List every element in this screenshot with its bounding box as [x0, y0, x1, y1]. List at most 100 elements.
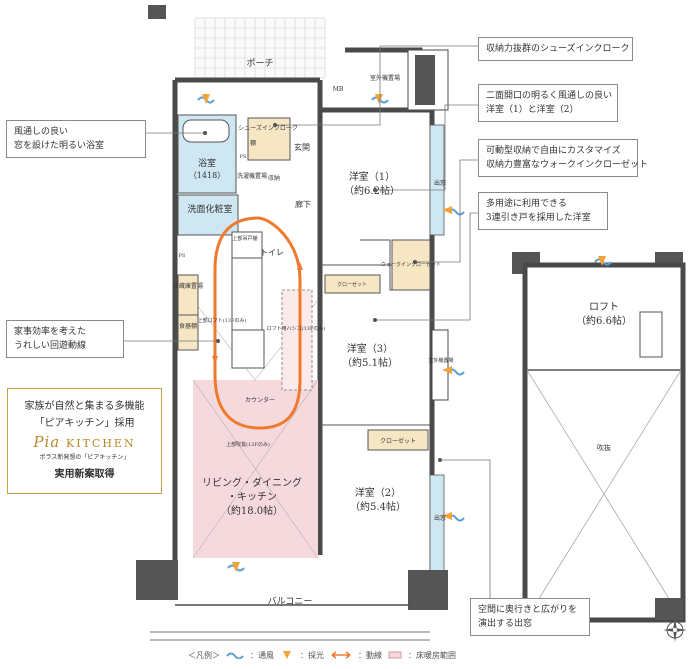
counter-label: カウンター — [245, 396, 275, 404]
fridge-label: 冷蔵庫置場 — [173, 282, 203, 290]
legend-floor-heating: ：床暖房範囲 — [408, 650, 456, 660]
callout-bay-window: 空間に奥行きと広がりを 演出する出窓 — [470, 598, 590, 636]
bay-window-1 — [429, 124, 445, 236]
storage-label: 収納 — [268, 174, 280, 182]
callout-dots — [203, 123, 442, 462]
closet-2-area — [367, 429, 429, 451]
callout-text: 家事効率を考えた — [14, 327, 87, 337]
circulation-icon — [331, 651, 351, 659]
ldk-label-line2: ・キッチン — [227, 491, 277, 503]
kitchen-island — [231, 329, 265, 369]
closet-2-label: クローゼット — [380, 437, 416, 445]
western-1-size-label: （約6.2帖） — [344, 184, 400, 197]
void-label: 吹抜 — [597, 443, 611, 452]
pantry-area — [177, 274, 199, 316]
shoes-closet-label: シューズインクローク — [238, 124, 298, 132]
logo-word: KITCHEN — [66, 437, 136, 450]
porch-label: ポーチ — [246, 58, 273, 69]
callout-leaders — [120, 45, 491, 598]
legend-ventilation: ：通風 — [250, 650, 274, 660]
wall-pillar — [148, 5, 166, 19]
outdoor-unit-mid — [431, 329, 449, 401]
ldk-size-label: （約18.0帖） — [221, 504, 283, 517]
loft-ladder-area — [281, 289, 313, 391]
legend-daylight: ：採光 — [300, 650, 324, 660]
callout-text: 洋室（1）と洋室（2） — [486, 105, 579, 115]
walkin-closet-label: ウォークインクローゼット — [381, 261, 441, 268]
ldk-label-line1: リビング・ダイニング — [202, 476, 302, 489]
callout-text: 可動型収納で自由にカスタマイズ — [486, 146, 621, 156]
callout-text: 空間に奥行きと広がりを — [478, 605, 578, 615]
circulation-path — [213, 216, 302, 430]
mb-label: MB — [333, 86, 344, 93]
loft-size-label: （約6.6帖） — [576, 314, 632, 327]
callout-text: 二面開口の明るく風通しの良い — [486, 91, 613, 101]
ventilation-icon — [226, 652, 244, 659]
toilet-fixture — [231, 231, 263, 259]
bay-window-2 — [429, 474, 445, 576]
pia-kitchen-logo: Pia KITCHEN — [8, 433, 161, 451]
feature-line-2: 「ピアキッチン」採用 — [34, 418, 135, 429]
porch-grid — [194, 17, 326, 79]
balcony-walls — [136, 560, 448, 641]
pia-kitchen-feature-box: 家族が自然と集まる多機能 「ピアキッチン」採用 Pia KITCHEN ポラス新… — [7, 388, 162, 494]
upper-void-label: 上部吹抜(13Fのみ) — [226, 441, 270, 448]
ps-label-2: PS — [179, 253, 186, 259]
outdoor-unit-2-label: 室外機置場 — [428, 357, 453, 364]
callout-text: 多用途に利用できる — [486, 199, 567, 209]
washroom-label: 洗面化粧室 — [187, 203, 232, 215]
daylight-markers — [202, 94, 606, 572]
hallway-label: 廊下 — [295, 199, 311, 209]
dish-cabinet-label: 食器棚 — [179, 322, 197, 330]
loft-ladder-label: ロフト用ハシゴ(13Fのみ) — [267, 325, 326, 332]
upper-storage-label: 上部吊戸棚 — [232, 235, 257, 242]
circulation-arrow-icon — [212, 356, 218, 364]
closet-1-label: クローゼット — [337, 281, 367, 288]
legend-prefix: ＜凡例＞ — [188, 650, 220, 660]
walkin-closet-area — [391, 239, 431, 291]
compass-icon — [663, 618, 687, 642]
loft-plan — [512, 252, 686, 623]
callout-text: 3連引き戸を採用した洋室 — [486, 213, 591, 223]
bay-window-2-label: 出窓 — [434, 514, 446, 522]
western-3-label: 洋室（3） — [347, 342, 393, 355]
floor-heating-swatch — [388, 651, 402, 659]
daylight-icon — [283, 651, 291, 659]
dish-cabinet-area — [177, 314, 199, 351]
callout-text: 演出する出窓 — [478, 619, 533, 629]
western-2-label: 洋室（2） — [355, 486, 401, 499]
kitchen-counter-shape — [231, 257, 263, 331]
balcony-label: バルコニー — [268, 596, 313, 607]
toilet-label: トイレ — [260, 248, 284, 257]
legend-circulation: ：動線 — [358, 650, 382, 660]
callout-two-windows: 二面開口の明るく風通しの良い 洋室（1）と洋室（2） — [478, 84, 618, 122]
outdoor-unit-1-label: 室外機置場 — [370, 74, 400, 82]
feature-line-3: 実用新案取得 — [54, 469, 115, 480]
callout-shoes-closet: 収納力抜群のシューズインクローク — [478, 37, 633, 61]
callout-sliding-door: 多用途に利用できる 3連引き戸を採用した洋室 — [478, 192, 608, 230]
loft-label: ロフト — [589, 302, 619, 313]
upper-loft-label: 上部ロフト(13Fのみ) — [198, 317, 247, 324]
circulation-arrow-icon — [297, 262, 303, 270]
washer-label: 洗濯機置場 — [237, 172, 267, 180]
callout-text: 収納力抜群のシューズインクローク — [486, 44, 630, 54]
feature-line-1: 家族が自然と集まる多機能 — [24, 401, 145, 412]
shelf-label: 棚 — [250, 139, 256, 147]
callout-circulation: 家事効率を考えた うれしい回遊動線 — [6, 320, 124, 358]
western-3-size-label: （約5.1帖） — [342, 356, 398, 369]
wall-block-top-right — [415, 55, 435, 105]
callout-bath-window: 風通しの良い 窓を設けた明るい浴室 — [6, 120, 146, 158]
bathtub-icon — [182, 119, 230, 143]
entrance-label: 玄関 — [294, 142, 310, 152]
callout-walkin: 可動型収納で自由にカスタマイズ 収納力豊富なウォークインクローゼット — [478, 139, 649, 177]
callout-text: 収納力豊富なウォークインクローゼット — [486, 160, 649, 170]
ps-label-1: PS — [240, 154, 247, 160]
western-1-label: 洋室（1） — [349, 170, 395, 183]
feature-logo-note: ポラス新発想の「ピアキッチン」 — [39, 454, 130, 461]
bathroom-size-label: （1418） — [189, 171, 225, 180]
western-2-size-label: （約5.4帖） — [350, 500, 406, 513]
closet-1-area — [324, 274, 381, 294]
callout-text: 風通しの良い — [14, 127, 69, 137]
